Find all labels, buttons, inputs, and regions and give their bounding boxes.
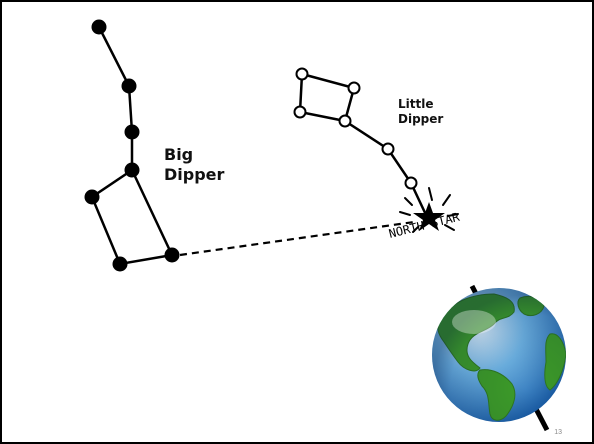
little-dipper-label-line2: Dipper [398,112,443,126]
little-dipper-label: Little [398,97,433,111]
little-dipper [298,72,429,218]
big-dipper-star [91,19,107,35]
big-dipper [90,26,174,266]
big-dipper-label-line2: Dipper [164,165,225,184]
star-icon [413,202,445,231]
little-dipper-star [404,176,418,190]
earth [432,284,566,432]
little-dipper-stars [293,67,418,190]
little-dipper-star [347,81,361,95]
big-dipper-stars [84,19,180,272]
big-dipper-star [84,189,100,205]
slide-number: 13 [554,429,562,436]
big-dipper-star [121,78,137,94]
big-dipper-star [124,124,140,140]
big-dipper-star [164,247,180,263]
globe-icon [432,288,566,422]
little-dipper-star [295,67,309,81]
little-dipper-star [338,114,352,128]
little-dipper-star [381,142,395,156]
big-dipper-label: Big [164,145,193,164]
big-dipper-star [112,256,128,272]
little-dipper-star [293,105,307,119]
north-star-rays [399,187,459,233]
big-dipper-star [124,162,140,178]
pointer-line [179,220,415,257]
